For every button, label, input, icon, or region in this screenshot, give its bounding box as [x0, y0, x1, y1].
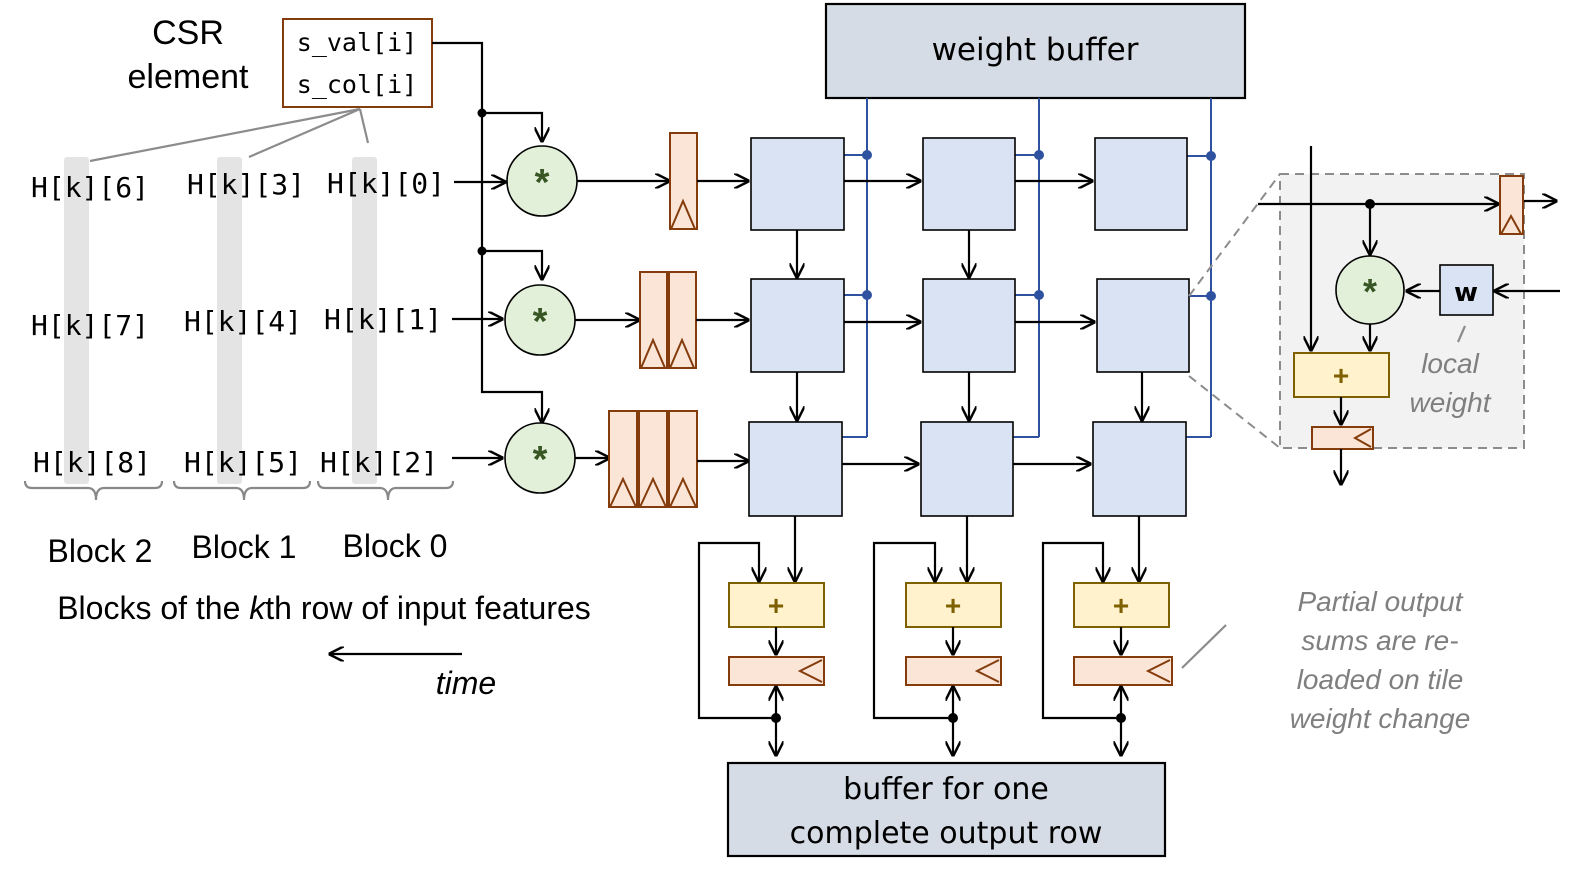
feature-cell: H[k][8]: [33, 446, 151, 479]
svg-text:+: +: [945, 590, 961, 621]
feature-cell: H[k][5]: [184, 446, 302, 479]
block2-column-bar: [64, 157, 89, 484]
block0-brace: [316, 480, 455, 501]
pe-cell-2-0: [748, 421, 843, 517]
block-label: Block 0: [343, 528, 448, 564]
block-label: Block 1: [192, 529, 297, 565]
block1-column-bar: [217, 157, 242, 484]
local-weight-note: weight: [1410, 387, 1492, 418]
pe-detail-panel: * w + local weight: [1258, 146, 1560, 484]
pe-cell-1-0: [750, 278, 845, 373]
block-label: Block 2: [48, 533, 153, 569]
feature-cell: H[k][2]: [320, 446, 438, 479]
feature-cell: H[k][4]: [184, 305, 302, 338]
pe-cell-1-2: [1096, 278, 1190, 373]
block0-column-bar: [352, 157, 377, 484]
svg-text:+: +: [768, 590, 784, 621]
local-weight-note: local: [1421, 348, 1479, 379]
csr-val: s_val[i]: [297, 28, 417, 57]
delay-register-row1: [639, 271, 697, 369]
svg-text:*: *: [533, 301, 548, 343]
feature-cell: H[k][1]: [324, 303, 442, 336]
weight-buffer-label: weight buffer: [932, 32, 1139, 68]
pe-cell-0-1: [922, 137, 1016, 231]
pe-cell-0-0: [750, 137, 845, 231]
partial-sums-note: sums are re-: [1301, 625, 1458, 656]
svg-text:*: *: [1363, 271, 1377, 312]
pe-cell-0-2: [1094, 137, 1188, 231]
local-weight-symbol: w: [1454, 278, 1478, 308]
detail-adder: [1293, 352, 1390, 398]
output-row-buffer: [726, 761, 1167, 858]
delay-register-row0: [669, 132, 698, 230]
svg-text:*: *: [535, 162, 550, 204]
output-buffer-line1: buffer for one: [843, 772, 1049, 807]
partial-sums-note: loaded on tile: [1297, 664, 1464, 695]
block1-brace: [172, 480, 312, 501]
block2-brace: [23, 480, 164, 501]
feature-cell: H[k][6]: [31, 171, 149, 204]
weight-buffer: [824, 2, 1247, 100]
csr-element-box: [282, 18, 433, 108]
output-buffer-line2: complete output row: [790, 816, 1103, 851]
csr-col: s_col[i]: [297, 70, 417, 99]
accumulator-col2: +: [1041, 541, 1173, 755]
delay-register-row2: [608, 410, 698, 508]
svg-text:*: *: [533, 439, 548, 481]
caption: Blocks of the kth row of input features: [57, 590, 591, 626]
partial-sums-note: weight change: [1290, 703, 1471, 734]
pe-cell-1-1: [922, 278, 1016, 373]
accumulator-col1: +: [872, 541, 1002, 755]
feature-cell: H[k][3]: [187, 168, 305, 201]
csr-label-line1: CSR: [152, 14, 224, 52]
time-label: time: [436, 665, 496, 701]
weight-distribution-wires: [842, 98, 1216, 438]
local-weight-register: [1439, 264, 1494, 316]
partial-sums-note: Partial output: [1298, 586, 1464, 617]
svg-text:+: +: [1333, 360, 1349, 391]
feature-cell: H[k][7]: [31, 309, 149, 342]
csr-label-line2: element: [128, 58, 250, 96]
accumulator-col0: +: [697, 541, 825, 755]
svg-text:+: +: [1113, 590, 1129, 621]
pe-cell-2-2: [1092, 421, 1187, 517]
pe-cell-2-1: [920, 421, 1014, 517]
feature-cell: H[k][0]: [327, 167, 445, 200]
